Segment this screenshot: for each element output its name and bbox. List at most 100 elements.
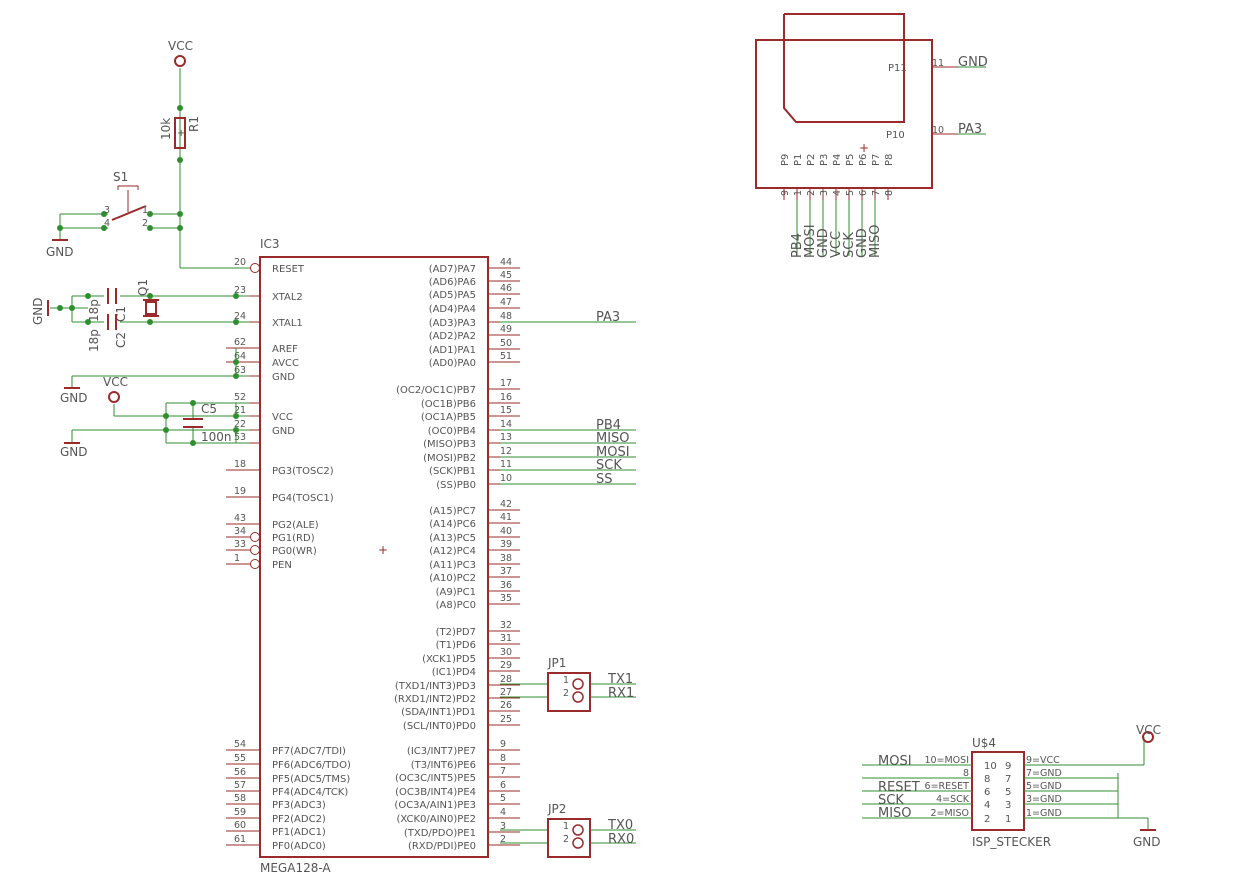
svg-text:+: + [177,128,185,139]
crystal-q1[interactable]: Q1 [136,279,159,317]
ic3-pin-33-bubble [250,545,260,555]
ic3-pin-num-18: 18 [234,459,246,470]
card-net-2: GND [816,228,831,258]
ic3-value: MEGA128-A [260,861,331,875]
ic3-pin-num-17: 17 [500,378,512,389]
svg-text:GND: GND [60,445,88,459]
ic3-pin-num-26: 26 [500,700,512,711]
ic3-pin-name-38: (A11)PC3 [429,560,476,571]
ic3-pin-num-23: 23 [234,285,246,296]
ic3-pin-name-39: (A12)PC4 [429,546,476,557]
isp-left-label-3: 4=SCK [936,794,970,805]
ic3-pin-num-8: 8 [500,753,506,764]
ic3-symbol[interactable]: IC3 MEGA128-A + [259,237,489,875]
card-net-5: GND [855,228,870,258]
ic3-pin-num-40: 40 [500,526,512,537]
ic3-pin-num-3: 3 [500,821,506,832]
svg-text:10k: 10k [159,118,173,140]
ic3-pin-name-31: (T1)PD6 [436,640,476,651]
svg-text:MOSI: MOSI [878,754,912,769]
ic3-pin-num-64: 64 [234,351,246,362]
svg-text:1: 1 [142,205,148,216]
card-pin-num-P4: 4 [832,190,843,196]
svg-text:11: 11 [932,58,944,69]
svg-text:MOSI: MOSI [596,445,630,460]
svg-text:+: + [859,141,869,155]
ic3-pin-name-21: VCC [272,412,293,423]
gnd-symbol-s1: GND [46,239,74,259]
ic3-pin-num-45: 45 [500,270,512,281]
card-pin-name-P1: P1 [793,154,804,166]
ic3-pin-num-58: 58 [234,793,246,804]
ic3-pin-num-35: 35 [500,593,512,604]
svg-text:PB4: PB4 [596,418,621,433]
card-pin-num-P2: 2 [806,190,817,196]
svg-text:MISO: MISO [878,806,912,821]
origin-cross: + [378,543,388,557]
ic3-pin-name-27: (RXD1/INT2)PD2 [394,694,476,705]
isp-right-pin-1: 7 [1005,774,1011,785]
switch-s1[interactable]: S1 3 4 1 2 [104,170,148,229]
isp-nets: MOSI RESET SCK MISO VCC GND [878,723,1161,849]
isp-left-label-4: 2=MISO [930,808,969,819]
card-pin-num-P7: 7 [871,190,882,196]
svg-text:1: 1 [563,821,569,832]
ic3-pin-name-40: (A13)PC5 [429,533,476,544]
svg-text:VCC: VCC [168,39,193,53]
card-pin-name-P5: P5 [845,154,856,166]
ic3-pin-name-4: (XCK0/AIN0)PE2 [396,814,476,825]
ic3-pin-name-25: (SCL/INT0)PD0 [403,721,476,732]
card-net-0: PB4 [790,233,805,258]
ic3-pin-name-50: (AD1)PA1 [429,345,476,356]
ic3-pin-name-2: (RXD/PDI)PE0 [408,841,476,852]
ic3-right-pins: 44(AD7)PA745(AD6)PA646(AD5)PA547(AD4)PA4… [394,257,520,852]
capacitor-c1[interactable]: 18p C1 [87,288,128,322]
ic3-pin-name-22: GND [272,426,295,437]
card-bottom-pins: P99P11P22P33P44P55P66P77P88PB4MOSIGNDVCC… [780,154,895,258]
ic3-pin-name-55: PF6(ADC6/TDO) [272,760,351,771]
svg-text:TX1: TX1 [607,672,633,687]
svg-text:TX0: TX0 [607,818,633,833]
ic3-pin-name-57: PF4(ADC4/TCK) [272,787,348,798]
jumper-jp1[interactable]: JP1 1 2 [547,656,591,712]
gnd-symbol-xtal: GND [31,297,49,325]
jumper-jp2[interactable]: JP2 1 2 [547,802,591,858]
capacitor-c2[interactable]: 18p C2 [87,314,128,352]
ic3-pin-num-10: 10 [500,473,512,484]
isp-left-label-1: 8 [963,768,969,779]
ic3-pin-name-5: (OC3A/AIN1)PE3 [394,800,476,811]
isp-left-pin-3: 4 [984,800,990,811]
svg-text:PA3: PA3 [596,310,620,325]
ic3-pin-name-60: PF1(ADC1) [272,827,326,838]
ic3-pin-name-19: PG4(TOSC1) [272,493,334,504]
svg-text:SCK: SCK [878,793,904,808]
svg-text:4: 4 [104,218,110,229]
ic3-pin-num-29: 29 [500,660,512,671]
svg-text:ISP_STECKER: ISP_STECKER [972,835,1051,849]
card-socket[interactable]: P11 P10 11 10 GND PA3 + [755,13,988,189]
ic3-pin-name-42: (A15)PC7 [429,506,476,517]
ic3-pin-name-3: (TXD/PDO)PE1 [404,828,476,839]
svg-text:S1: S1 [113,170,128,184]
svg-text:R1: R1 [187,116,201,132]
ic3-pin-name-1: PEN [272,560,292,571]
svg-text:VCC: VCC [1136,723,1161,737]
ic3-pin-num-39: 39 [500,539,512,550]
isp-right-pin-4: 1 [1005,814,1011,825]
ic3-pin-num-43: 43 [234,513,246,524]
gnd-symbol-22: GND [60,442,88,459]
isp-right-label-4: 1=GND [1026,808,1062,819]
ic3-pin-num-51: 51 [500,351,512,362]
ic3-pin-num-22: 22 [234,419,246,430]
ic3-pin-num-1: 1 [234,553,240,564]
capacitor-c5[interactable]: C5 100n [183,402,232,444]
card-net-3: VCC [829,231,844,258]
ic3-pin-num-6: 6 [500,780,506,791]
ic3-pin-num-42: 42 [500,499,512,510]
svg-text:Q1: Q1 [136,279,150,296]
ic3-pin-num-41: 41 [500,512,512,523]
ic3-pin-num-53: 53 [234,432,246,443]
resistor-r1[interactable]: + 10k R1 [159,116,201,149]
